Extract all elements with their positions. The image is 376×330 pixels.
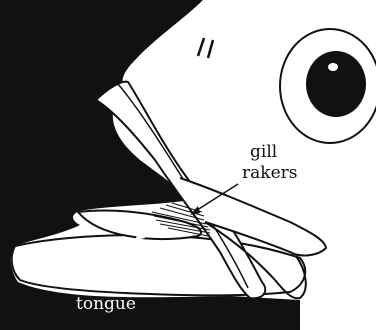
nostril-mark-1 [198, 38, 204, 56]
label-tongue: tongue [76, 294, 136, 314]
label-rakers: rakers [242, 163, 297, 183]
eye-pupil [306, 51, 366, 117]
label-gill: gill [250, 142, 277, 162]
eye-highlight [328, 63, 338, 71]
nostril-mark-2 [208, 40, 213, 58]
